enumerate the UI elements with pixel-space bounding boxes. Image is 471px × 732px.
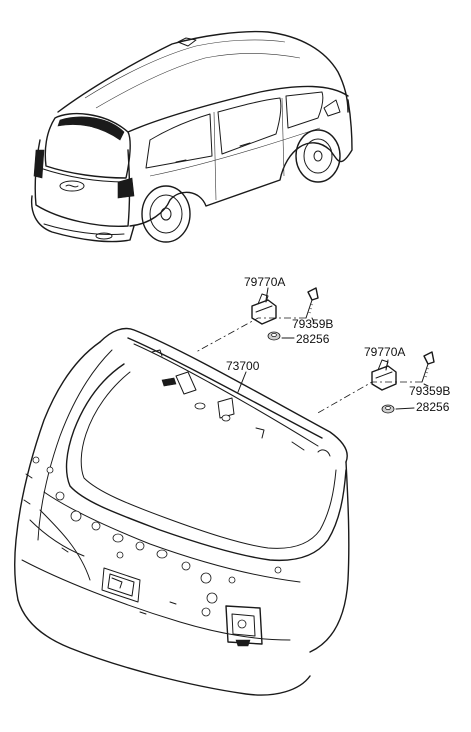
part-label-bolt-right: 79359B xyxy=(409,384,451,398)
leader-lines xyxy=(237,287,429,410)
part-label-tailgate: 73700 xyxy=(226,359,260,373)
tailgate-panel xyxy=(13,327,350,696)
part-label-hinge-right: 79770A xyxy=(364,345,406,359)
part-label-bolt-left: 79359B xyxy=(292,317,334,331)
hinge-assembly-right xyxy=(371,351,435,414)
vehicle-illustration xyxy=(30,30,353,243)
part-label-nut-right: 28256 xyxy=(416,400,450,414)
part-label-hinge-left: 79770A xyxy=(244,275,286,289)
alignment-lines xyxy=(195,317,422,415)
part-label-nut-left: 28256 xyxy=(296,332,330,346)
